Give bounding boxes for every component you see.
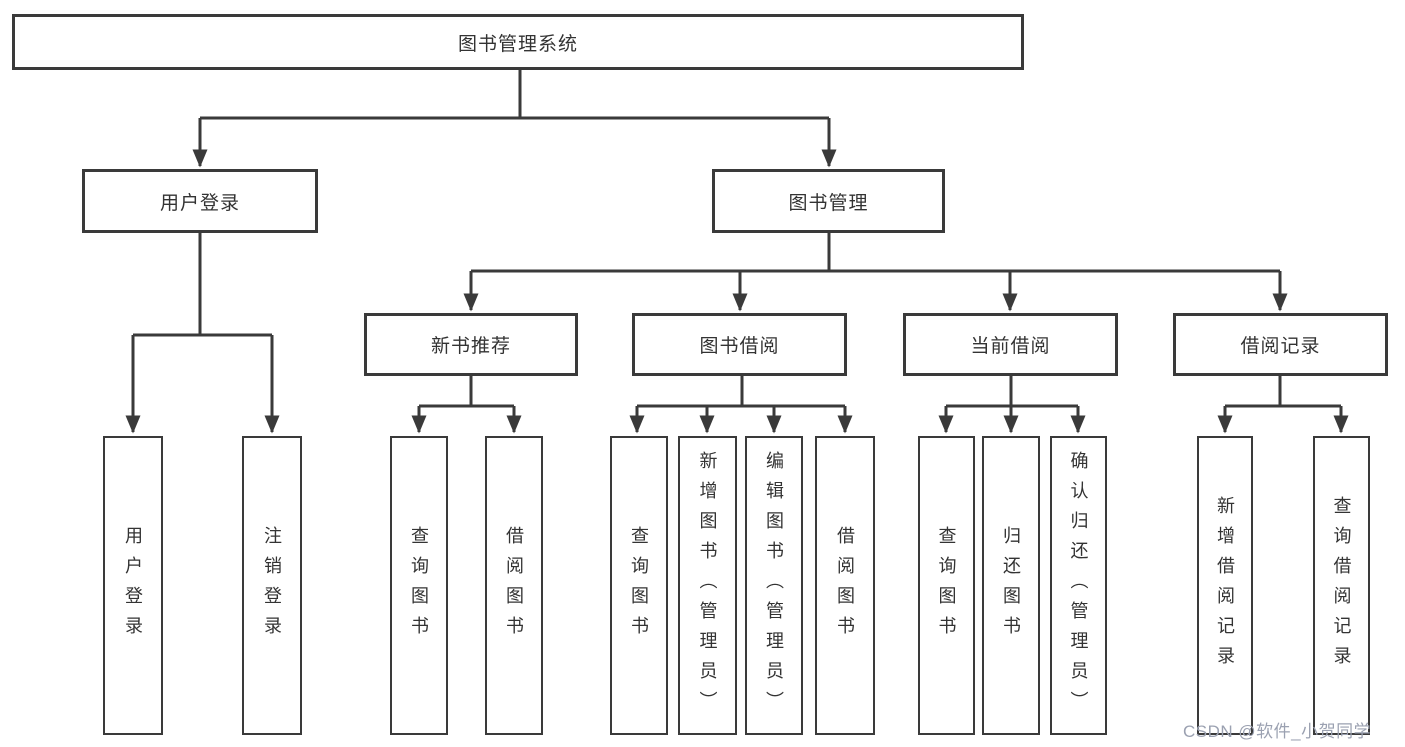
leaf-add-book-admin: 新增图书（管理员） [678,436,737,735]
node-book-management: 图书管理 [712,169,945,233]
leaf-borrow-books-recommend: 借阅图书 [485,436,543,735]
csdn-watermark: CSDN @软件_小贺同学 [1183,722,1372,741]
leaf-query-books-current: 查询图书 [918,436,975,735]
leaf-query-borrow-record-label: 查询借阅记录 [1331,495,1352,676]
node-library-system: 图书管理系统 [12,14,1024,70]
leaf-query-borrow-record: 查询借阅记录 [1313,436,1370,735]
leaf-borrow-books: 借阅图书 [815,436,875,735]
leaf-confirm-return-admin-label: 确认归还（管理员） [1068,450,1089,721]
leaf-borrow-books-label: 借阅图书 [835,525,855,646]
leaf-query-books-borrowing-label: 查询图书 [629,525,649,646]
leaf-query-books-current-label: 查询图书 [936,525,957,646]
leaf-user-login: 用户登录 [103,436,163,735]
leaf-query-books-recommend-label: 查询图书 [409,525,429,646]
node-new-book-recommendation: 新书推荐 [364,313,578,376]
node-current-borrowing: 当前借阅 [903,313,1118,376]
node-user-login: 用户登录 [82,169,318,233]
leaf-edit-book-admin-label: 编辑图书（管理员） [764,450,784,721]
leaf-add-borrow-record-label: 新增借阅记录 [1215,495,1235,676]
leaf-logout: 注销登录 [242,436,302,735]
leaf-add-book-admin-label: 新增图书（管理员） [697,450,718,721]
leaf-confirm-return-admin: 确认归还（管理员） [1050,436,1107,735]
leaf-return-books: 归还图书 [982,436,1040,735]
node-book-borrowing: 图书借阅 [632,313,847,376]
leaf-query-books-recommend: 查询图书 [390,436,448,735]
node-borrowing-records: 借阅记录 [1173,313,1388,376]
leaf-edit-book-admin: 编辑图书（管理员） [745,436,803,735]
leaf-borrow-books-recommend-label: 借阅图书 [504,525,524,646]
leaf-add-borrow-record: 新增借阅记录 [1197,436,1253,735]
leaf-logout-label: 注销登录 [262,525,282,646]
leaf-query-books-borrowing: 查询图书 [610,436,668,735]
leaf-user-login-label: 用户登录 [123,525,143,646]
leaf-return-books-label: 归还图书 [1001,525,1021,646]
